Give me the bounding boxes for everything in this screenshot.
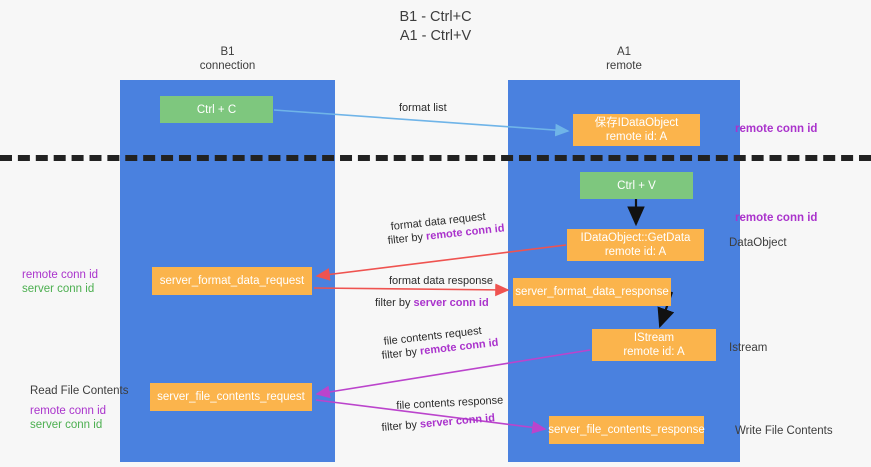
node-istream[interactable]: IStream remote id: A [592, 329, 716, 361]
node-save-idataobject-line2: remote id: A [605, 131, 668, 143]
annotation-right-remote-conn-id-top: remote conn id [735, 123, 818, 135]
section-divider [0, 155, 871, 161]
annotation-right-istream: Istream [729, 342, 768, 354]
filter-key-server-conn-id: server conn id [413, 297, 489, 309]
node-getdata-line2: remote id: A [604, 246, 667, 258]
node-save-idataobject-line1: 保存IDataObject [594, 117, 679, 129]
annotation-right-dataobject: DataObject [729, 237, 787, 249]
node-istream-line1: IStream [633, 332, 675, 344]
node-server-format-data-response-label: server_format_data_response [515, 286, 669, 298]
node-server-file-contents-response-label: server_file_contents_response [548, 424, 705, 436]
filter-key-server-conn-id: server conn id [419, 412, 496, 431]
node-server-file-contents-request-label: server_file_contents_request [157, 391, 305, 403]
node-istream-line2: remote id: A [623, 346, 685, 358]
node-ctrl-c[interactable]: Ctrl + C [160, 96, 273, 123]
node-server-format-data-request[interactable]: server_format_data_request [152, 267, 312, 295]
annotation-left-conn-ids: remote conn id server conn id [22, 268, 98, 296]
page-title: B1 - Ctrl+C A1 - Ctrl+V [0, 8, 871, 46]
lane-header-b1-name: B1 [220, 46, 235, 58]
lane-header-a1-name: A1 [616, 46, 632, 58]
node-server-format-data-request-label: server_format_data_request [159, 275, 305, 287]
filter-prefix: filter by [381, 345, 421, 362]
annotation-left-remote-conn-id: remote conn id [22, 269, 99, 281]
annotation-left-read-file-contents: Read File Contents [30, 385, 129, 397]
node-ctrl-v-label: Ctrl + V [617, 179, 656, 192]
node-ctrl-v[interactable]: Ctrl + V [580, 172, 693, 199]
annotation-right-write-file-contents: Write File Contents [735, 425, 833, 437]
node-getdata-line1: IDataObject::GetData [580, 232, 691, 244]
node-ctrl-c-label: Ctrl + C [196, 103, 237, 116]
lane-header-b1-sub: connection [199, 59, 256, 72]
title-line-2: A1 - Ctrl+V [399, 28, 472, 44]
filter-prefix: filter by [375, 297, 414, 309]
node-server-format-data-response[interactable]: server_format_data_response [513, 278, 671, 306]
annotation-left-server-conn-id: server conn id [22, 283, 95, 295]
annotation-left-bottom-server-conn-id: server conn id [30, 419, 103, 431]
lane-header-b1: B1 connection [120, 46, 335, 73]
node-server-file-contents-response[interactable]: server_file_contents_response [548, 416, 705, 444]
annotation-left-read-file-contents-group: Read File Contents remote conn id server… [30, 384, 128, 432]
filter-prefix: filter by [381, 418, 421, 434]
filter-prefix: filter by [387, 230, 427, 247]
lane-header-a1-sub: remote [606, 59, 642, 72]
node-save-idataobject[interactable]: 保存IDataObject remote id: A [573, 114, 700, 146]
node-getdata[interactable]: IDataObject::GetData remote id: A [567, 229, 704, 261]
annotation-left-bottom-remote-conn-id: remote conn id [30, 405, 107, 417]
node-server-file-contents-request[interactable]: server_file_contents_request [150, 383, 312, 411]
lane-header-a1: A1 remote [508, 46, 740, 73]
title-line-1: B1 - Ctrl+C [399, 9, 472, 25]
edge-label-format-list: format list [399, 102, 447, 114]
annotation-right-remote-conn-id-mid: remote conn id [735, 212, 818, 224]
edge-label-format-data-response: format data response [389, 275, 493, 287]
edge-label-file-contents-response-filter: filter by server conn id [381, 411, 496, 436]
edge-label-format-data-response-filter: filter by server conn id [375, 296, 489, 311]
